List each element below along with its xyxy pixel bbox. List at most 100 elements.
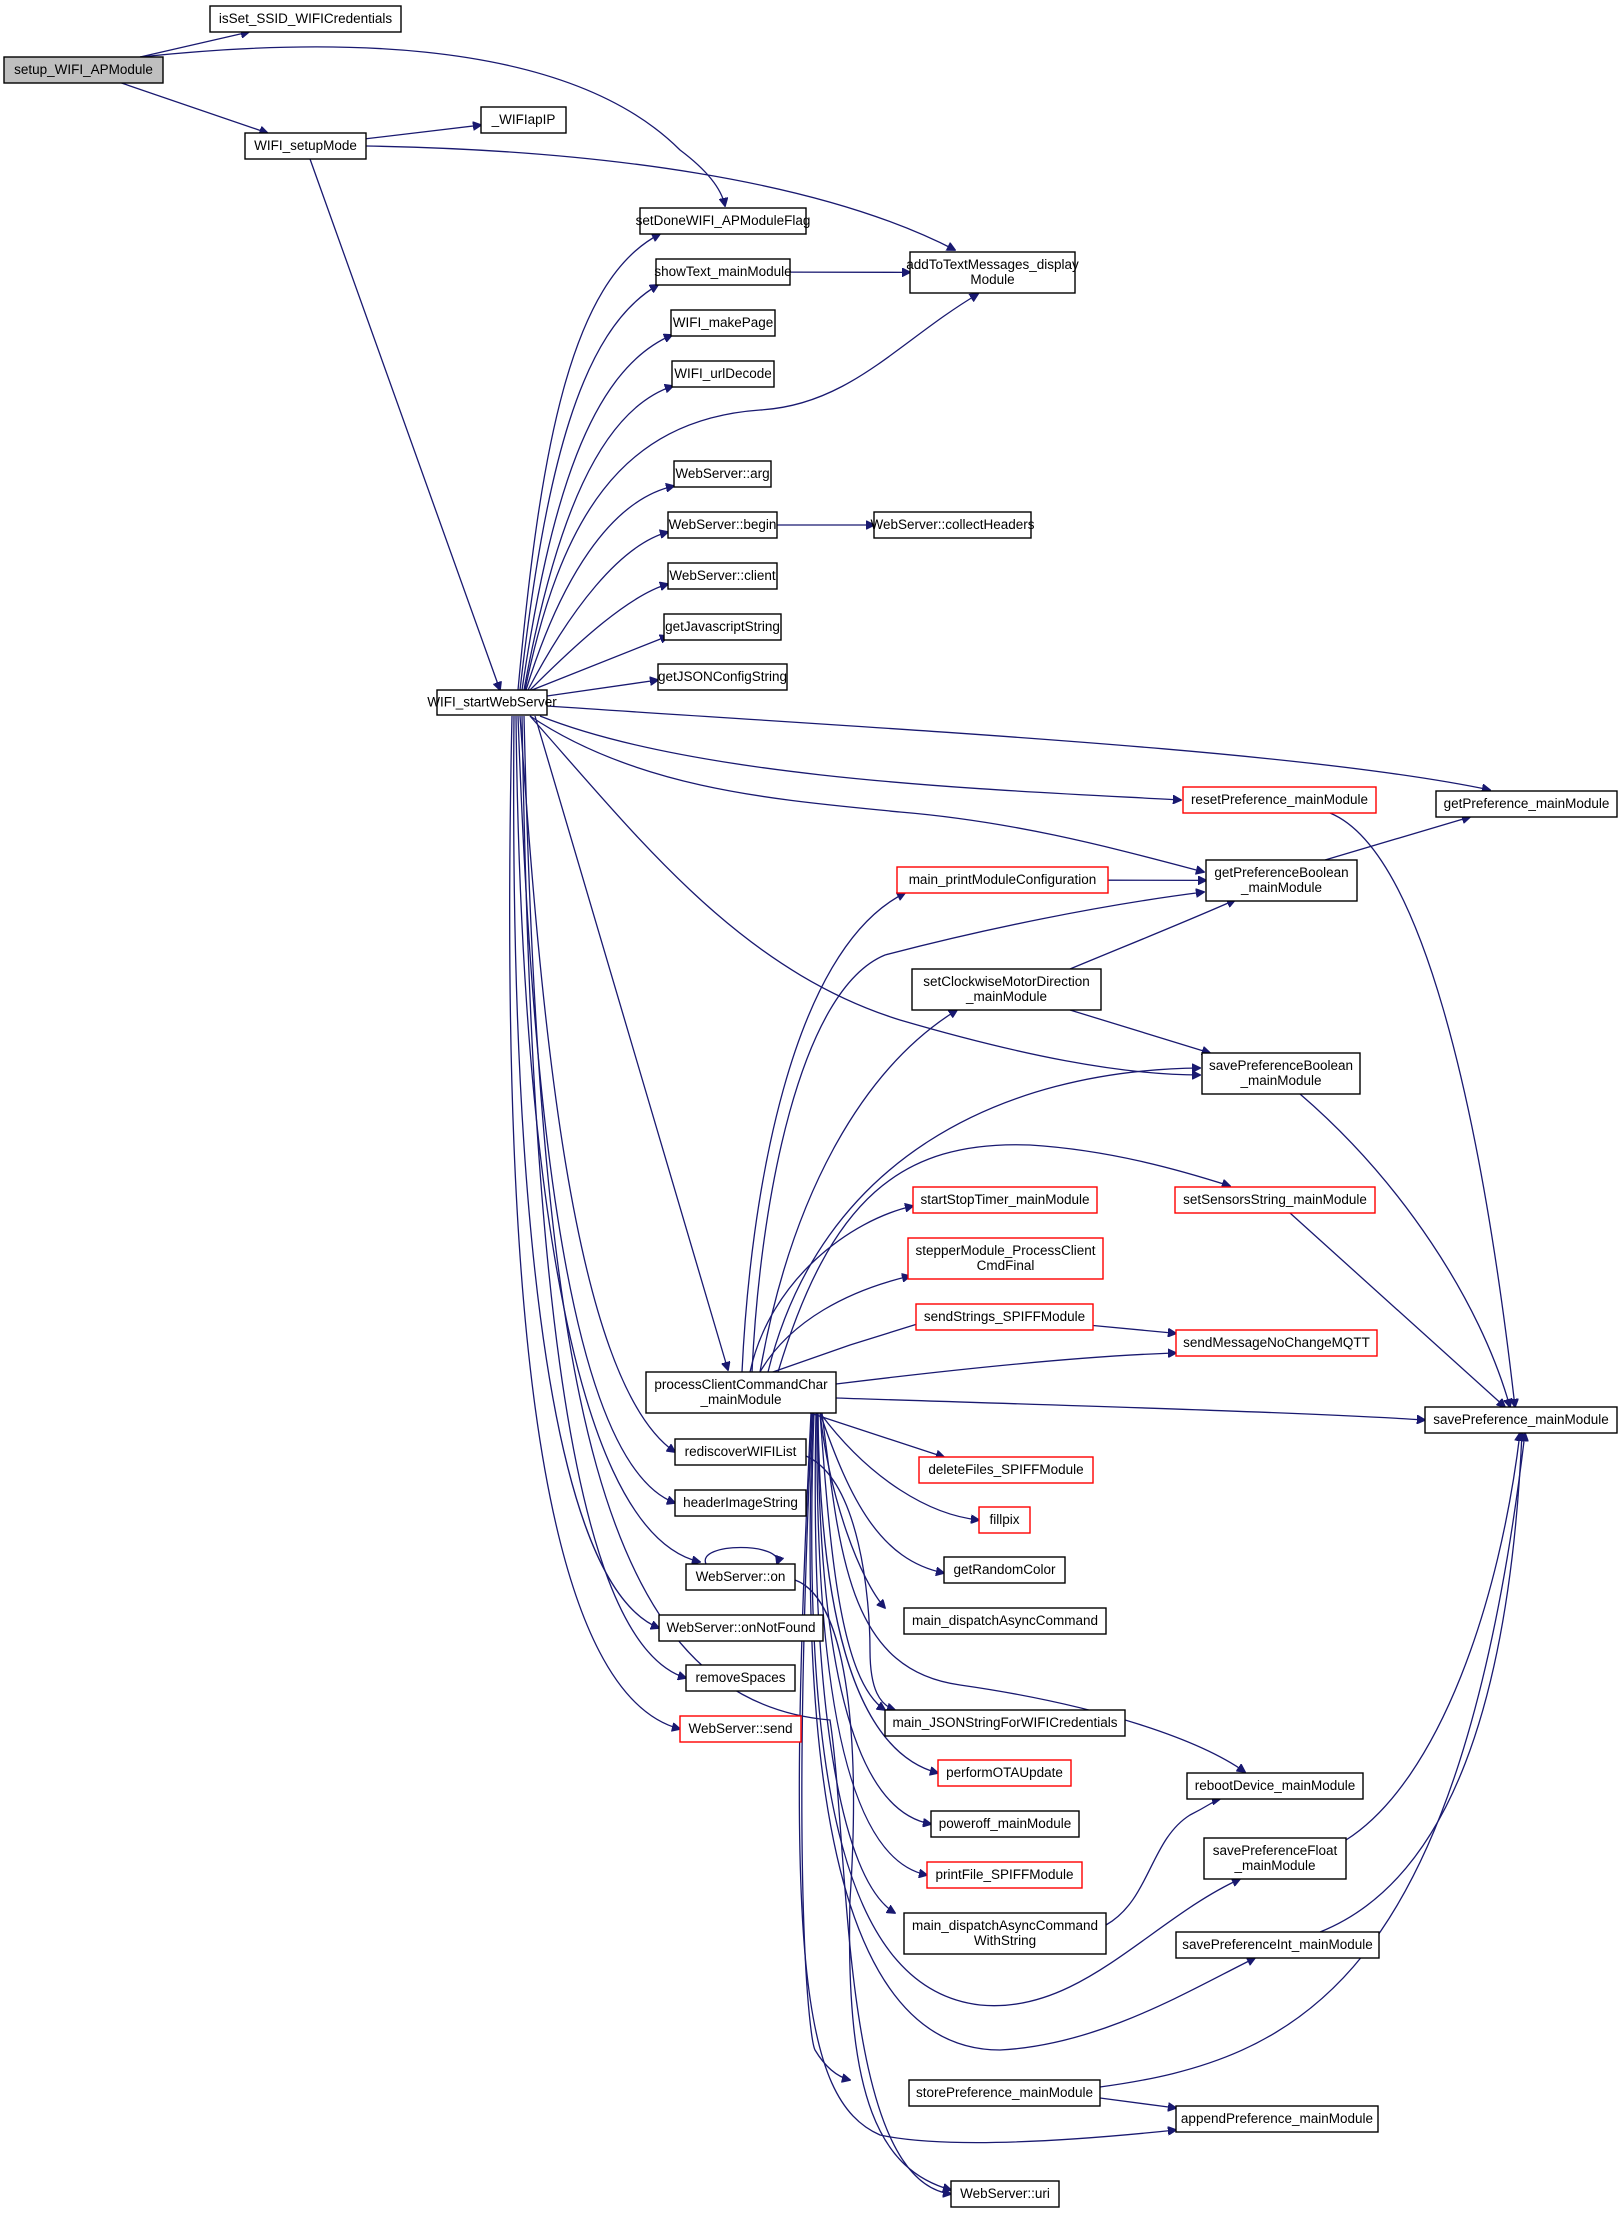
node-webserver-arg[interactable]: WebServer::arg — [673, 460, 772, 488]
node-box[interactable] — [909, 251, 1076, 294]
node-box[interactable] — [1186, 1772, 1364, 1800]
node-box[interactable] — [209, 5, 402, 33]
node-box[interactable] — [915, 1303, 1094, 1331]
node-wifiapip[interactable]: _WIFIapIP — [480, 106, 567, 134]
node-webserver-send[interactable]: WebServer::send — [679, 1715, 802, 1743]
node-appendpreference-mainmodule[interactable]: appendPreference_mainModule — [1175, 2105, 1379, 2133]
node-startstoptimer-mainmodule[interactable]: startStopTimer_mainModule — [912, 1186, 1098, 1214]
node-isset-ssid-wificredentials[interactable]: isSet_SSID_WIFICredentials — [209, 5, 402, 33]
node-box[interactable] — [670, 309, 776, 337]
node-box[interactable] — [674, 1489, 807, 1517]
node-savepreference-mainmodule[interactable]: savePreference_mainModule — [1424, 1406, 1618, 1434]
node-headerimagestring[interactable]: headerImageString — [674, 1489, 807, 1517]
node-box[interactable] — [663, 613, 782, 641]
node-box[interactable] — [1174, 1186, 1376, 1214]
node-getrandomcolor[interactable]: getRandomColor — [943, 1556, 1066, 1584]
node-resetpreference-mainmodule[interactable]: resetPreference_mainModule — [1182, 786, 1377, 814]
node-wifi-startwebserver[interactable]: WIFI_startWebServer — [427, 689, 557, 716]
node-sendmessagenochangemqtt[interactable]: sendMessageNoChangeMQTT — [1175, 1329, 1378, 1357]
node-sendstrings-spiffmodule[interactable]: sendStrings_SPIFFModule — [915, 1303, 1094, 1331]
node-box[interactable] — [1182, 786, 1377, 814]
node-box[interactable] — [667, 511, 778, 539]
node-performotaupdate[interactable]: performOTAUpdate — [937, 1759, 1072, 1787]
node-box[interactable] — [480, 106, 567, 134]
node-webserver-client[interactable]: WebServer::client — [667, 562, 778, 590]
node-main-printmoduleconfiguration[interactable]: main_printModuleConfiguration — [896, 866, 1109, 894]
node-box[interactable] — [907, 1237, 1104, 1280]
node-main-jsonstringforwificredentials[interactable]: main_JSONStringForWIFICredentials — [884, 1709, 1126, 1737]
node-box[interactable] — [943, 1556, 1066, 1584]
node-box[interactable] — [873, 511, 1032, 539]
node-savepreferenceboolean-mainmodule[interactable]: savePreferenceBoolean_mainModule — [1201, 1052, 1361, 1095]
node-box[interactable] — [673, 460, 772, 488]
node-webserver-onnotfound[interactable]: WebServer::onNotFound — [658, 1614, 824, 1642]
node-box[interactable] — [679, 1715, 802, 1743]
node-box[interactable] — [1175, 1329, 1378, 1357]
node-box[interactable] — [912, 1186, 1098, 1214]
node-getpreference-mainmodule[interactable]: getPreference_mainModule — [1435, 790, 1618, 818]
node-box[interactable] — [918, 1456, 1094, 1484]
node-box[interactable] — [655, 258, 791, 286]
node-processclientcommandchar-mainmodule[interactable]: processClientCommandChar_mainModule — [645, 1371, 837, 1414]
node-box[interactable] — [1424, 1406, 1618, 1434]
node-webserver-collectheaders[interactable]: WebServer::collectHeaders — [870, 511, 1035, 539]
node-setdonewifi-apmoduleflag[interactable]: setDoneWIFI_APModuleFlag — [636, 207, 811, 235]
node-box[interactable] — [950, 2180, 1060, 2208]
node-getjavascriptstring[interactable]: getJavascriptString — [663, 613, 782, 641]
node-box[interactable] — [685, 1664, 796, 1692]
node-box[interactable] — [658, 1614, 824, 1642]
node-box[interactable] — [671, 360, 775, 388]
node-savepreferencefloat-mainmodule[interactable]: savePreferenceFloat_mainModule — [1203, 1837, 1347, 1880]
node-wifi-setupmode[interactable]: WIFI_setupMode — [244, 132, 367, 160]
node-setup-wifi-apmodule[interactable]: setup_WIFI_APModule — [3, 56, 164, 84]
node-box[interactable] — [1435, 790, 1618, 818]
node-box[interactable] — [911, 968, 1102, 1011]
node-box[interactable] — [930, 1810, 1080, 1838]
node-wifi-makepage[interactable]: WIFI_makePage — [670, 309, 776, 337]
node-poweroff-mainmodule[interactable]: poweroff_mainModule — [930, 1810, 1080, 1838]
node-box[interactable] — [244, 132, 367, 160]
node-fillpix[interactable]: fillpix — [978, 1506, 1031, 1534]
node-box[interactable] — [978, 1506, 1031, 1534]
node-webserver-on[interactable]: WebServer::on — [685, 1563, 796, 1591]
node-box[interactable] — [926, 1861, 1083, 1889]
node-printfile-spiffmodule[interactable]: printFile_SPIFFModule — [926, 1861, 1083, 1889]
node-box[interactable] — [1205, 859, 1358, 902]
node-box[interactable] — [1203, 1837, 1347, 1880]
node-webserver-begin[interactable]: WebServer::begin — [667, 511, 778, 539]
node-box[interactable] — [685, 1563, 796, 1591]
node-box[interactable] — [436, 689, 548, 716]
node-box[interactable] — [645, 1371, 837, 1414]
node-getpreferenceboolean-mainmodule[interactable]: getPreferenceBoolean_mainModule — [1205, 859, 1358, 902]
node-box[interactable] — [657, 663, 788, 691]
node-webserver-uri[interactable]: WebServer::uri — [950, 2180, 1060, 2208]
node-getjsonconfigstring[interactable]: getJSONConfigString — [657, 663, 788, 691]
node-box[interactable] — [674, 1438, 807, 1466]
node-box[interactable] — [903, 1607, 1107, 1635]
node-removespaces[interactable]: removeSpaces — [685, 1664, 796, 1692]
node-box[interactable] — [903, 1912, 1107, 1955]
node-savepreferenceint-mainmodule[interactable]: savePreferenceInt_mainModule — [1175, 1931, 1380, 1959]
node-deletefiles-spiffmodule[interactable]: deleteFiles_SPIFFModule — [918, 1456, 1094, 1484]
node-main-dispatchasynccommand[interactable]: main_dispatchAsyncCommand — [903, 1607, 1107, 1635]
node-storepreference-mainmodule[interactable]: storePreference_mainModule — [908, 2079, 1101, 2107]
node-box[interactable] — [3, 56, 164, 84]
node-box[interactable] — [908, 2079, 1101, 2107]
node-setsensorsstring-mainmodule[interactable]: setSensorsString_mainModule — [1174, 1186, 1376, 1214]
node-showtext-mainmodule[interactable]: showText_mainModule — [654, 258, 792, 286]
node-wifi-urldecode[interactable]: WIFI_urlDecode — [671, 360, 775, 388]
node-box[interactable] — [639, 207, 807, 235]
node-rebootdevice-mainmodule[interactable]: rebootDevice_mainModule — [1186, 1772, 1364, 1800]
node-box[interactable] — [896, 866, 1109, 894]
node-box[interactable] — [1175, 1931, 1380, 1959]
node-box[interactable] — [1175, 2105, 1379, 2133]
node-box[interactable] — [884, 1709, 1126, 1737]
node-setclockwisemotordirection-mainmodule[interactable]: setClockwiseMotorDirection_mainModule — [911, 968, 1102, 1011]
node-rediscoverwifilist[interactable]: rediscoverWIFIList — [674, 1438, 807, 1466]
node-box[interactable] — [1201, 1052, 1361, 1095]
node-box[interactable] — [667, 562, 778, 590]
node-box[interactable] — [937, 1759, 1072, 1787]
